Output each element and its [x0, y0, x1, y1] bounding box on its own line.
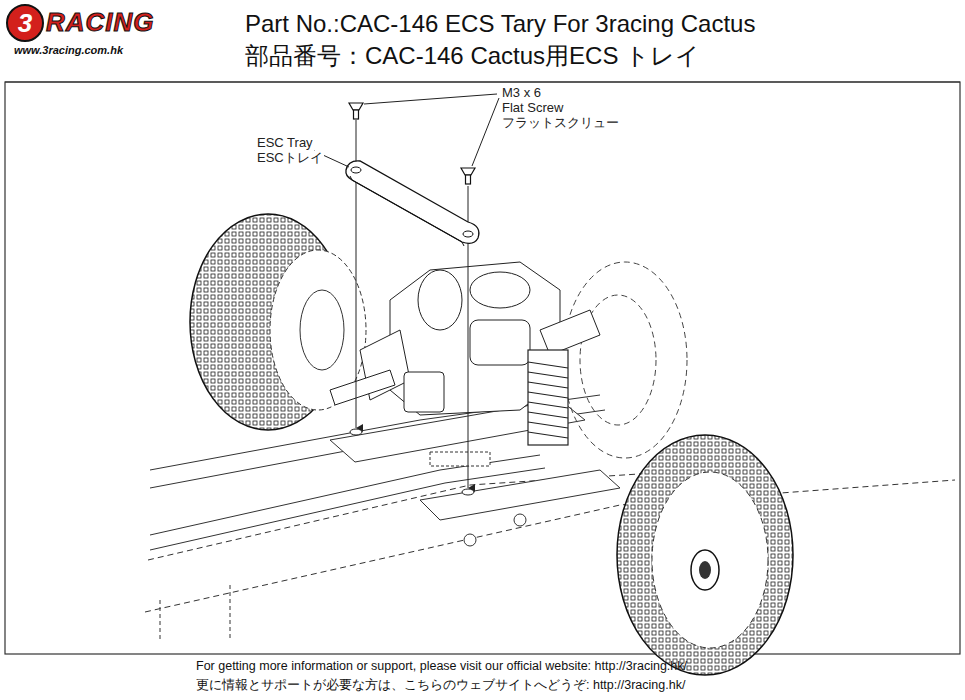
logo-badge: 3 — [6, 4, 44, 42]
logo-wordmark: RACING — [46, 8, 155, 38]
footer-note: For getting more information or support,… — [196, 659, 687, 673]
shock-spring — [528, 350, 568, 445]
flat-screw — [349, 103, 475, 184]
screw-name-jp: フラットスクリュー — [501, 116, 620, 131]
screw-name: Flat Screw — [501, 101, 564, 116]
part-title: Part No.:CAC-146 ECS Tary For 3racing Ca… — [245, 10, 755, 38]
tray-name-jp: ESCトレイ — [256, 151, 324, 166]
screw-size: M3 x 6 — [501, 86, 542, 101]
leader-line — [312, 94, 499, 167]
mount-hole — [462, 489, 474, 495]
footer-note-jp: 更に情報とサポートが必要な方は、こちらのウェブサイトへどうぞ: http://3… — [196, 678, 685, 692]
esc-tray — [346, 161, 479, 246]
drawing-frame — [5, 82, 960, 654]
website-url: www.3racing.com.hk — [14, 44, 123, 57]
far-tire — [563, 262, 687, 458]
tray-name: ESC Tray — [256, 136, 314, 151]
mount-hole — [350, 429, 362, 435]
front-tire — [617, 435, 793, 675]
part-title-jp: 部品番号：CAC-146 Cactus用ECS トレイ — [245, 42, 700, 70]
